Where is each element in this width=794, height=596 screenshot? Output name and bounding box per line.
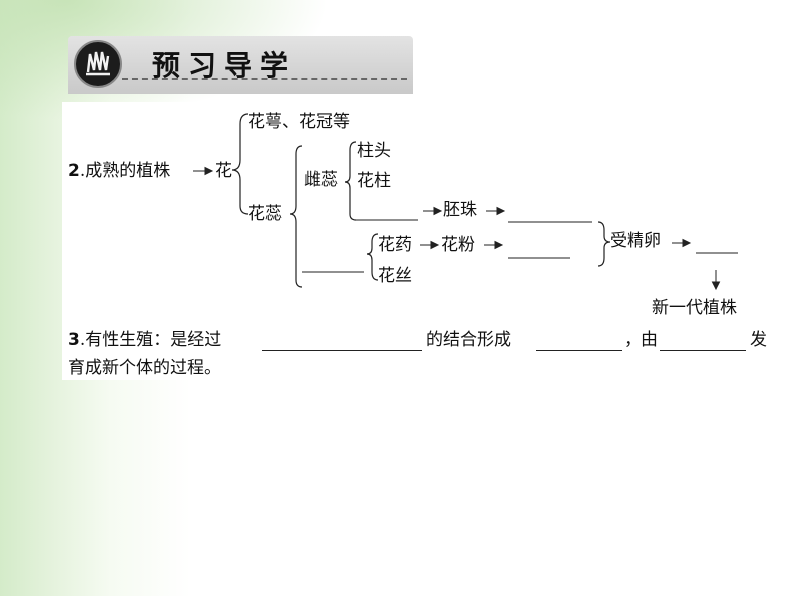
- arrow-6: [682, 238, 692, 248]
- label-ovule: 胚珠: [443, 200, 477, 220]
- label-anther: 花药: [378, 235, 412, 255]
- arrow-down: [711, 281, 721, 291]
- item2-text: 2.成熟的植株: [68, 163, 170, 180]
- section-title: 预习导学: [152, 49, 297, 82]
- brace-pistil: [344, 141, 357, 221]
- label-stigma: 柱头: [357, 141, 391, 161]
- brace-flower: [231, 113, 249, 215]
- label-filament: 花丝: [378, 266, 412, 286]
- label-style: 花柱: [357, 171, 391, 191]
- blank-from: [660, 350, 746, 351]
- item3-text-a: .有性生殖：是经过: [79, 330, 222, 350]
- section-header: [68, 36, 413, 94]
- arrow-1: [204, 166, 214, 176]
- item2-prefix: .成熟的植株: [79, 161, 171, 181]
- label-pistil: 雌蕊: [304, 170, 338, 190]
- item3-text-b: 的结合形成: [426, 330, 511, 350]
- item2-number: 2: [68, 161, 80, 181]
- book-logo-icon: [74, 40, 122, 88]
- label-new-plant: 新一代植株: [652, 298, 737, 318]
- header-dash-divider: [122, 78, 407, 80]
- blank-formed: [536, 350, 622, 351]
- blank-fusion: [262, 350, 422, 351]
- label-pollen: 花粉: [441, 235, 475, 255]
- arrow-2: [433, 206, 443, 216]
- item3-text-d: 发: [750, 330, 767, 350]
- brace-stamen-pistil: [289, 145, 303, 288]
- arrow-5: [494, 240, 504, 250]
- label-stamen-pistil: 花蕊: [248, 204, 282, 224]
- arrow-3: [496, 206, 506, 216]
- item3-line1-start: 3.有性生殖：是经过: [68, 332, 221, 349]
- item3-text-c: ，由: [624, 330, 658, 350]
- label-fertilized-egg: 受精卵: [610, 231, 661, 251]
- item3-number: 3: [68, 330, 80, 350]
- label-sepal-petal: 花萼、花冠等: [248, 112, 350, 132]
- content-panel: [62, 102, 784, 380]
- brace-stamen: [366, 233, 379, 281]
- arrow-4: [430, 240, 440, 250]
- brace-fertilization: [597, 221, 611, 267]
- label-flower: 花: [215, 161, 232, 181]
- item3-line2: 育成新个体的过程。: [68, 358, 221, 378]
